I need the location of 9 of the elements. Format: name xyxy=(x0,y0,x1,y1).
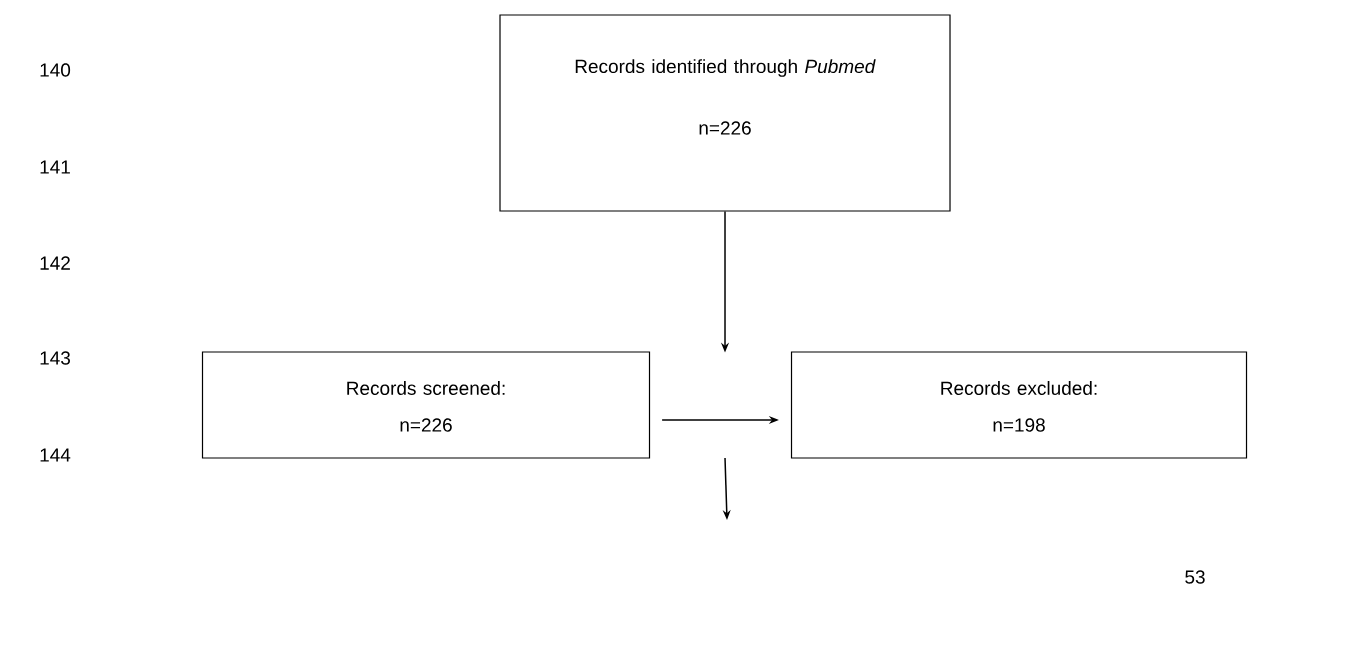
line-number: 141 xyxy=(40,160,70,174)
line-number: 142 xyxy=(40,256,70,270)
process-box: Records identified through Pubmed n=226 xyxy=(499,14,951,212)
line-number: 140 xyxy=(40,63,71,77)
page-number: 53 xyxy=(1185,570,1205,584)
process-box: Records excluded: n=198 xyxy=(790,351,1248,459)
process-box: Records screened: n=226 xyxy=(201,351,651,459)
line-number: 144 xyxy=(40,448,71,462)
line-number: 143 xyxy=(40,351,70,365)
